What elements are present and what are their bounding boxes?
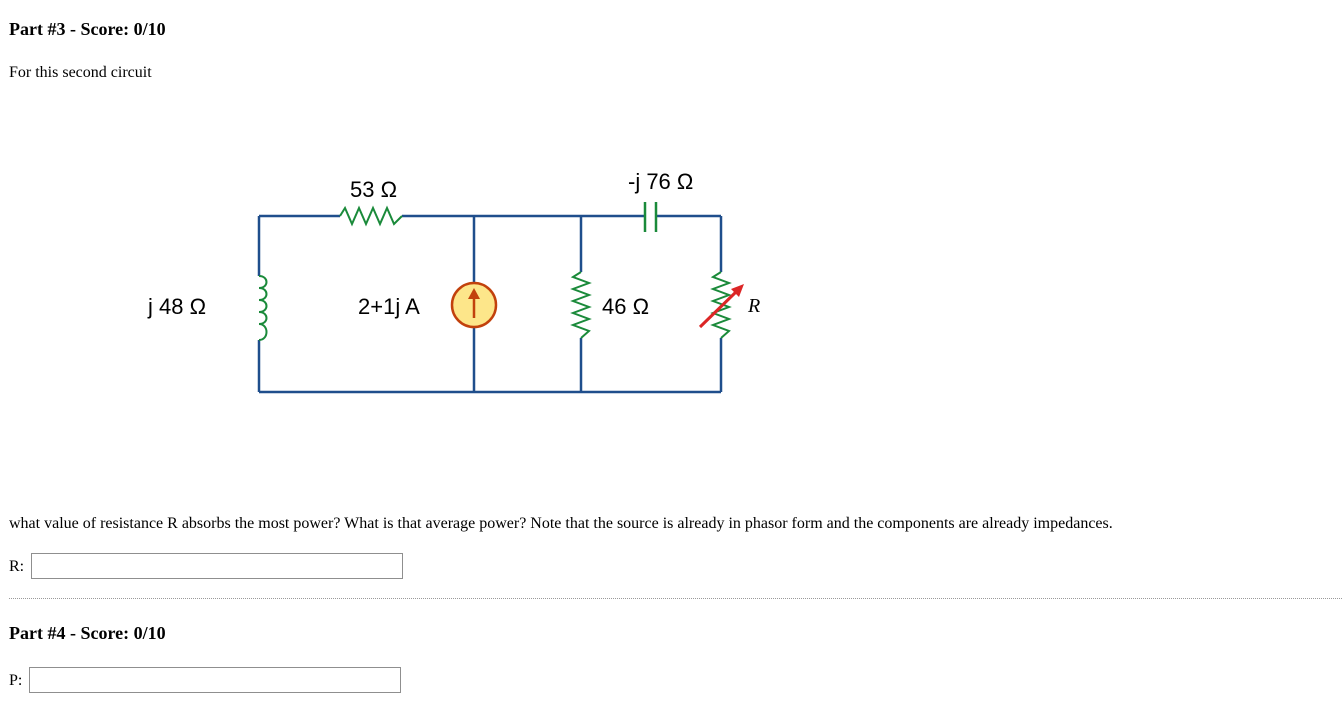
answer-r-label: R: <box>9 558 25 575</box>
variable-resistor-symbol <box>710 271 732 339</box>
resistor-53-label: 53 Ω <box>350 177 397 202</box>
answer-r-input[interactable] <box>31 553 403 579</box>
resistor-46-label: 46 Ω <box>602 294 649 319</box>
current-source-symbol <box>450 281 498 329</box>
resistor-53-symbol <box>339 205 403 227</box>
inductor-symbol <box>258 275 268 341</box>
circuit-wires <box>257 214 723 394</box>
part3-question-text: what value of resistance R absorbs the m… <box>9 515 1113 532</box>
capacitor-symbol <box>643 202 658 232</box>
circuit-diagram: 53 Ω -j 76 Ω j 48 Ω 2+1j A 46 Ω R <box>147 169 760 394</box>
capacitor-label: -j 76 Ω <box>628 169 693 194</box>
resistor-46-symbol <box>570 271 592 339</box>
inductor-label: j 48 Ω <box>147 294 206 319</box>
current-source-label: 2+1j A <box>358 294 420 319</box>
part4-title: Part #4 - Score: 0/10 <box>9 623 166 643</box>
part3-title: Part #3 - Score: 0/10 <box>9 19 166 39</box>
part3-intro-text: For this second circuit <box>9 64 152 81</box>
variable-resistor-label: R <box>747 295 760 317</box>
section-divider <box>9 598 1342 599</box>
variable-resistor-arrow <box>698 284 744 329</box>
answer-p-label: P: <box>9 672 23 689</box>
answer-p-input[interactable] <box>29 667 401 693</box>
